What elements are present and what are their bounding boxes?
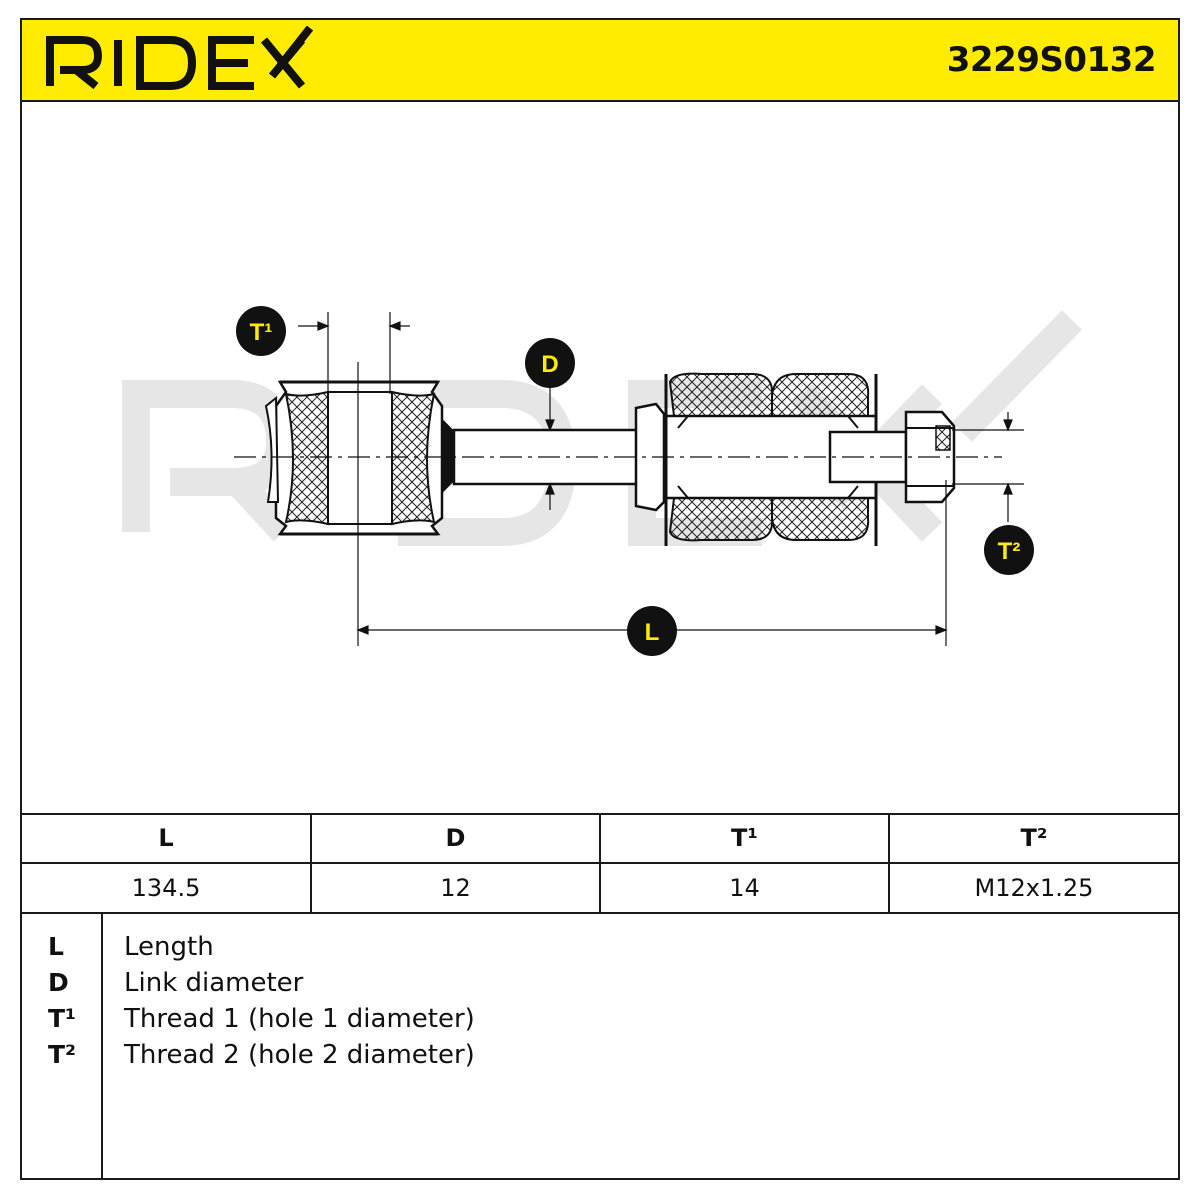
legend-item: D Link diameter — [22, 968, 1178, 1004]
spec-header-l: L — [22, 815, 312, 864]
callout-t2: T² — [984, 525, 1034, 575]
left-eye-bushing — [264, 380, 455, 536]
spec-table: L D T¹ T² 134.5 12 14 M12x1.25 — [22, 815, 1178, 912]
legend-text: Thread 2 (hole 2 diameter) — [124, 1040, 475, 1070]
spec-header-t2: T² — [889, 815, 1178, 864]
legend-symbol: L — [48, 932, 64, 961]
legend: L Length D Link diameter T¹ Thread 1 (ho… — [22, 912, 1178, 1180]
callout-d-label: D — [541, 351, 558, 378]
legend-item: T¹ Thread 1 (hole 1 diameter) — [22, 1004, 1178, 1040]
spec-header-t1: T¹ — [600, 815, 890, 864]
legend-symbol: D — [48, 968, 69, 997]
legend-symbol: T¹ — [48, 1004, 77, 1033]
part-number: 3229S0132 — [946, 40, 1157, 80]
spec-table-value-row: 134.5 12 14 M12x1.25 — [22, 862, 1178, 912]
callout-t1-label: T¹ — [250, 319, 273, 346]
callout-d: D — [525, 338, 575, 388]
header-bar: 3229S0132 — [22, 20, 1178, 102]
callout-l-label: L — [645, 619, 660, 646]
legend-divider — [101, 914, 103, 1180]
callout-t2-label: T² — [998, 538, 1021, 565]
stabilizer-link-drawing: T¹ D T² L — [122, 306, 1082, 656]
callout-t1: T¹ — [236, 306, 286, 356]
product-sheet: 3229S0132 — [20, 18, 1180, 1180]
ridex-logo — [46, 26, 314, 90]
legend-text: Thread 1 (hole 1 diameter) — [124, 1004, 475, 1034]
spec-value-t2: M12x1.25 — [974, 873, 1094, 902]
legend-item: L Length — [22, 932, 1178, 968]
spec-header-d: D — [311, 815, 601, 864]
link-shaft — [452, 402, 666, 512]
legend-symbol: T² — [48, 1040, 77, 1069]
spec-value-d: 12 — [311, 862, 601, 912]
legend-item: T² Thread 2 (hole 2 diameter) — [22, 1040, 1178, 1076]
spec-value-l: 134.5 — [22, 862, 312, 912]
legend-text: Length — [124, 932, 214, 962]
callout-l: L — [627, 606, 677, 656]
technical-drawing-area: T¹ D T² L — [22, 102, 1178, 815]
legend-text: Link diameter — [124, 968, 304, 998]
spec-table-header-row: L D T¹ T² — [22, 815, 1178, 864]
spec-value-t1: 14 — [600, 862, 890, 912]
